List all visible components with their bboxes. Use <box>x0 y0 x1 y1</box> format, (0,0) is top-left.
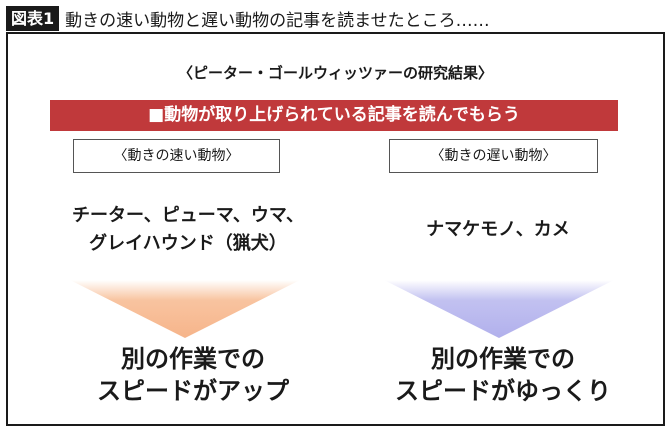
fast-animals-label: 〈動きの速い動物〉 <box>73 139 280 173</box>
down-arrow-icon <box>384 280 614 338</box>
experiment-banner: ■動物が取り上げられている記事を読んでもらう <box>50 100 618 131</box>
slow-result-line-2: スピードがゆっくり <box>395 377 611 405</box>
slow-result: 別の作業での スピードがゆっくり <box>338 343 668 407</box>
fast-result: 別の作業での スピードがアップ <box>28 343 358 407</box>
slow-animals-line-1: ナマケモノ、カメ <box>426 219 570 240</box>
figure-header: 図表1 動きの速い動物と遅い動物の記事を読ませたところ…… <box>6 6 490 31</box>
down-arrow-icon <box>70 280 300 338</box>
slow-result-line-1: 別の作業での <box>431 345 575 373</box>
fast-result-line-1: 別の作業での <box>121 345 265 373</box>
fast-result-line-2: スピードがアップ <box>97 377 289 405</box>
diagram-frame: 〈ピーター・ゴールウィッツァーの研究結果〉 ■動物が取り上げられている記事を読ん… <box>6 32 665 426</box>
fast-animals-list: チーター、ピューマ、ウマ、 グレイハウンド（猟犬） <box>18 202 358 258</box>
research-subtitle: 〈ピーター・ゴールウィッツァーの研究結果〉 <box>177 64 493 82</box>
slow-animals-list: ナマケモノ、カメ <box>338 216 658 244</box>
figure-number-badge: 図表1 <box>6 6 60 31</box>
slow-animals-label: 〈動きの遅い動物〉 <box>389 139 598 173</box>
fast-animals-line-1: チーター、ピューマ、ウマ、 <box>71 205 305 226</box>
figure-title: 動きの速い動物と遅い動物の記事を読ませたところ…… <box>65 11 490 31</box>
fast-animals-line-2: グレイハウンド（猟犬） <box>89 233 287 254</box>
